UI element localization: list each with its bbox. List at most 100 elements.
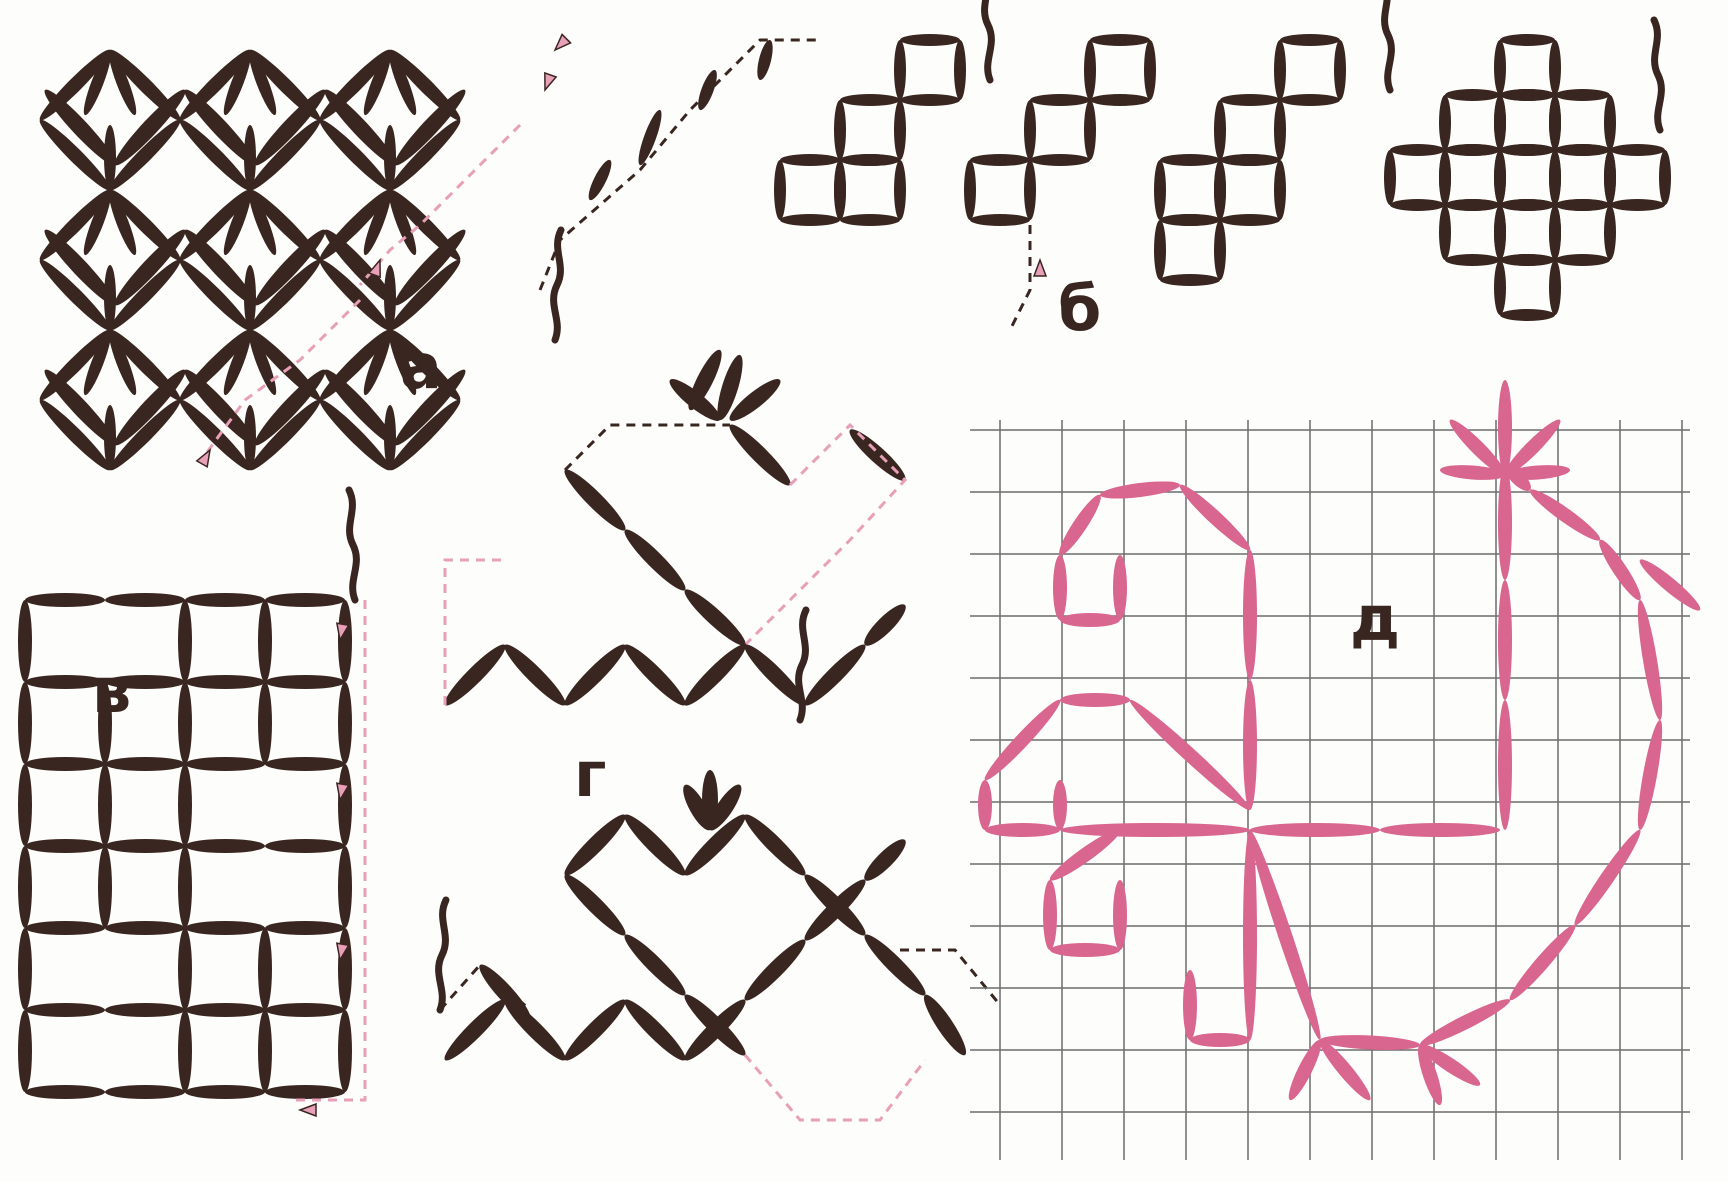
stitch bbox=[619, 524, 690, 595]
stitch bbox=[258, 600, 272, 682]
stitch bbox=[1498, 700, 1512, 830]
stitch bbox=[1494, 205, 1506, 260]
stitch bbox=[265, 675, 345, 689]
label-b: б bbox=[1058, 272, 1101, 345]
stitch bbox=[384, 125, 396, 190]
stitch bbox=[754, 39, 776, 82]
stitch bbox=[1214, 220, 1226, 280]
stitch bbox=[1160, 274, 1220, 286]
label-g: г bbox=[574, 738, 606, 811]
stitch bbox=[1610, 144, 1665, 156]
stitch bbox=[985, 823, 1060, 837]
stitch bbox=[265, 839, 345, 853]
thread-path bbox=[1010, 225, 1030, 330]
stitch bbox=[18, 928, 32, 1010]
stitch bbox=[258, 682, 272, 764]
stitch bbox=[1160, 154, 1220, 166]
stitch bbox=[1060, 693, 1130, 707]
stitch bbox=[1526, 484, 1604, 545]
stitch bbox=[439, 994, 510, 1065]
stitch bbox=[559, 869, 630, 940]
stitch bbox=[1274, 40, 1286, 100]
stitch bbox=[834, 160, 846, 220]
stitch bbox=[98, 846, 112, 928]
stitch bbox=[1280, 34, 1340, 46]
stitch bbox=[1498, 380, 1512, 475]
stitch bbox=[1154, 220, 1166, 280]
stitch bbox=[338, 1010, 352, 1092]
stitch bbox=[1053, 555, 1067, 620]
stitch bbox=[185, 839, 265, 853]
stitch bbox=[1633, 719, 1667, 832]
stitch bbox=[18, 764, 32, 846]
stitch bbox=[105, 1085, 185, 1099]
stitch bbox=[265, 593, 345, 607]
stitch bbox=[104, 405, 116, 470]
stitch bbox=[104, 265, 116, 330]
stitch bbox=[338, 846, 352, 928]
panel-a bbox=[35, 34, 571, 475]
stitch bbox=[1500, 89, 1555, 101]
stitch bbox=[1250, 823, 1380, 837]
stitch bbox=[265, 757, 345, 771]
stitch bbox=[25, 757, 105, 771]
stitch bbox=[619, 994, 690, 1065]
stitch bbox=[1183, 970, 1197, 1040]
stitch bbox=[244, 405, 256, 470]
panel-v bbox=[18, 490, 365, 1116]
stitch bbox=[780, 214, 840, 226]
stitch bbox=[1390, 199, 1445, 211]
stitch bbox=[894, 40, 906, 100]
stitch bbox=[918, 991, 971, 1060]
stitch bbox=[1113, 555, 1127, 620]
stitch bbox=[1555, 199, 1610, 211]
stitch bbox=[1494, 260, 1506, 315]
stitch bbox=[338, 928, 352, 1010]
stitch bbox=[619, 809, 690, 880]
stitch bbox=[1053, 780, 1067, 830]
stitch bbox=[724, 419, 795, 490]
stitch bbox=[185, 1085, 265, 1099]
stitch bbox=[1555, 144, 1610, 156]
stitch bbox=[185, 757, 265, 771]
stitch bbox=[1494, 40, 1506, 95]
stitch bbox=[1633, 599, 1667, 721]
stitch bbox=[1500, 309, 1555, 321]
stitch bbox=[1659, 150, 1671, 205]
stitch bbox=[559, 809, 630, 880]
stitch bbox=[964, 160, 976, 220]
stitch bbox=[1144, 40, 1156, 100]
stitch bbox=[185, 675, 265, 689]
stitch bbox=[894, 100, 906, 160]
stitch bbox=[619, 929, 690, 1000]
stitch bbox=[1214, 100, 1226, 160]
stitch bbox=[1439, 150, 1451, 205]
stitch bbox=[1505, 920, 1581, 1004]
stitch bbox=[439, 639, 510, 710]
stitch bbox=[1549, 150, 1561, 205]
stitch bbox=[185, 1003, 265, 1017]
stitch bbox=[178, 1010, 192, 1092]
stitch bbox=[1610, 199, 1665, 211]
stitch bbox=[1154, 160, 1166, 220]
stitch bbox=[178, 928, 192, 1010]
stitch bbox=[859, 929, 930, 1000]
wavy-thread-icon bbox=[1384, 0, 1391, 90]
stitch bbox=[18, 600, 32, 682]
stitch bbox=[559, 994, 630, 1065]
stitch bbox=[18, 682, 32, 764]
stitch bbox=[840, 214, 900, 226]
label-d: д bbox=[1350, 582, 1400, 655]
stitch bbox=[1604, 150, 1616, 205]
stitch bbox=[665, 374, 725, 426]
stitch bbox=[834, 100, 846, 160]
stitch bbox=[105, 839, 185, 853]
stitch bbox=[1498, 580, 1512, 700]
stitch bbox=[970, 154, 1030, 166]
stitch bbox=[1384, 150, 1396, 205]
stitch bbox=[384, 405, 396, 470]
stitch bbox=[1500, 199, 1555, 211]
stitch bbox=[1494, 150, 1506, 205]
stitch bbox=[1549, 260, 1561, 315]
wavy-thread-icon bbox=[1654, 20, 1661, 130]
